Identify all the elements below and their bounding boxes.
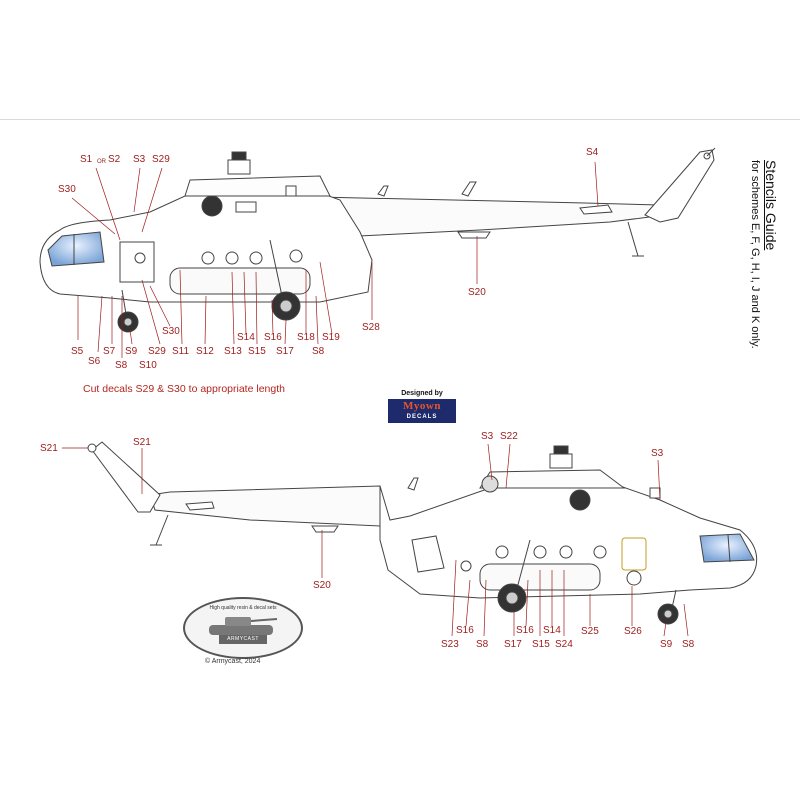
label-s14-bottom: S14 — [543, 625, 561, 636]
designed-by-caption: Designed by — [401, 390, 443, 397]
label-s14-top: S14 — [237, 332, 255, 343]
label-s30-lower: S30 — [162, 326, 180, 337]
label-s9-bottom: S9 — [660, 639, 673, 650]
label-s18: S18 — [297, 332, 315, 343]
label-s21-right: S21 — [133, 437, 151, 448]
designer-credit: Designed by Myown DECALS — [388, 390, 456, 423]
label-s20-bottom: S20 — [313, 580, 331, 591]
armycast-badge: High quality resin & decal sets ARMYCAST — [183, 597, 303, 659]
badge-name: ARMYCAST — [219, 635, 267, 644]
guide-title: Stencils Guide — [763, 160, 779, 251]
label-s24: S24 — [555, 639, 573, 650]
label-s15-bottom: S15 — [532, 639, 550, 650]
label-s23: S23 — [441, 639, 459, 650]
label-s13: S13 — [224, 346, 242, 357]
myown-decals-logo: Myown DECALS — [388, 399, 456, 423]
label-s19: S19 — [322, 332, 340, 343]
badge-motto: High quality resin & decal sets — [209, 605, 277, 611]
label-s26: S26 — [624, 626, 642, 637]
label-s3-bottom-b: S3 — [651, 448, 664, 459]
helicopter-right-side — [87, 441, 758, 625]
label-s3-top: S3 — [133, 154, 146, 165]
label-s16-top: S16 — [264, 332, 282, 343]
label-s30-top: S30 — [58, 184, 76, 195]
top-leader-lines — [71, 161, 599, 358]
label-s5: S5 — [71, 346, 84, 357]
label-s2: S2 — [108, 154, 121, 165]
top-divider — [0, 119, 800, 120]
label-s20-top: S20 — [468, 287, 486, 298]
label-s8-bottom-a: S8 — [476, 639, 489, 650]
label-s11: S11 — [172, 346, 190, 357]
tank-icon — [209, 617, 278, 635]
label-s1: S1 — [80, 154, 93, 165]
label-s16-bottom-a: S16 — [456, 625, 474, 636]
label-s8-top-b: S8 — [312, 346, 325, 357]
label-s15-top: S15 — [248, 346, 266, 357]
copyright-text: © Armycast, 2024 — [205, 658, 261, 665]
label-s9-top: S9 — [125, 346, 138, 357]
label-s4: S4 — [586, 147, 599, 158]
cut-decals-note: Cut decals S29 & S30 to appropriate leng… — [83, 383, 285, 395]
label-s29-top: S29 — [152, 154, 170, 165]
helicopter-left-side — [39, 147, 716, 333]
label-or: OR — [97, 159, 106, 165]
label-s8-bottom-b: S8 — [682, 639, 695, 650]
label-s12: S12 — [196, 346, 214, 357]
label-s25: S25 — [581, 626, 599, 637]
label-s17-top: S17 — [276, 346, 294, 357]
logo-top-text: Myown — [403, 400, 441, 412]
label-s21-left: S21 — [40, 443, 58, 454]
label-s29-lower: S29 — [148, 346, 166, 357]
label-s7: S7 — [103, 346, 116, 357]
guide-title-block: Stencils Guide for schemes E, F, G, H, I… — [749, 160, 779, 349]
guide-subtitle: for schemes E, F, G, H, I, J and K only. — [749, 160, 761, 349]
bottom-leader-lines — [62, 443, 689, 637]
logo-bottom-text: DECALS — [406, 414, 438, 420]
label-s16-bottom-b: S16 — [516, 625, 534, 636]
label-s3-bottom-a: S3 — [481, 431, 494, 442]
label-s8-top-a: S8 — [115, 360, 128, 371]
label-s6: S6 — [88, 356, 101, 367]
label-s17-bottom: S17 — [504, 639, 522, 650]
label-s22: S22 — [500, 431, 518, 442]
label-s28: S28 — [362, 322, 380, 333]
label-s10: S10 — [139, 360, 157, 371]
